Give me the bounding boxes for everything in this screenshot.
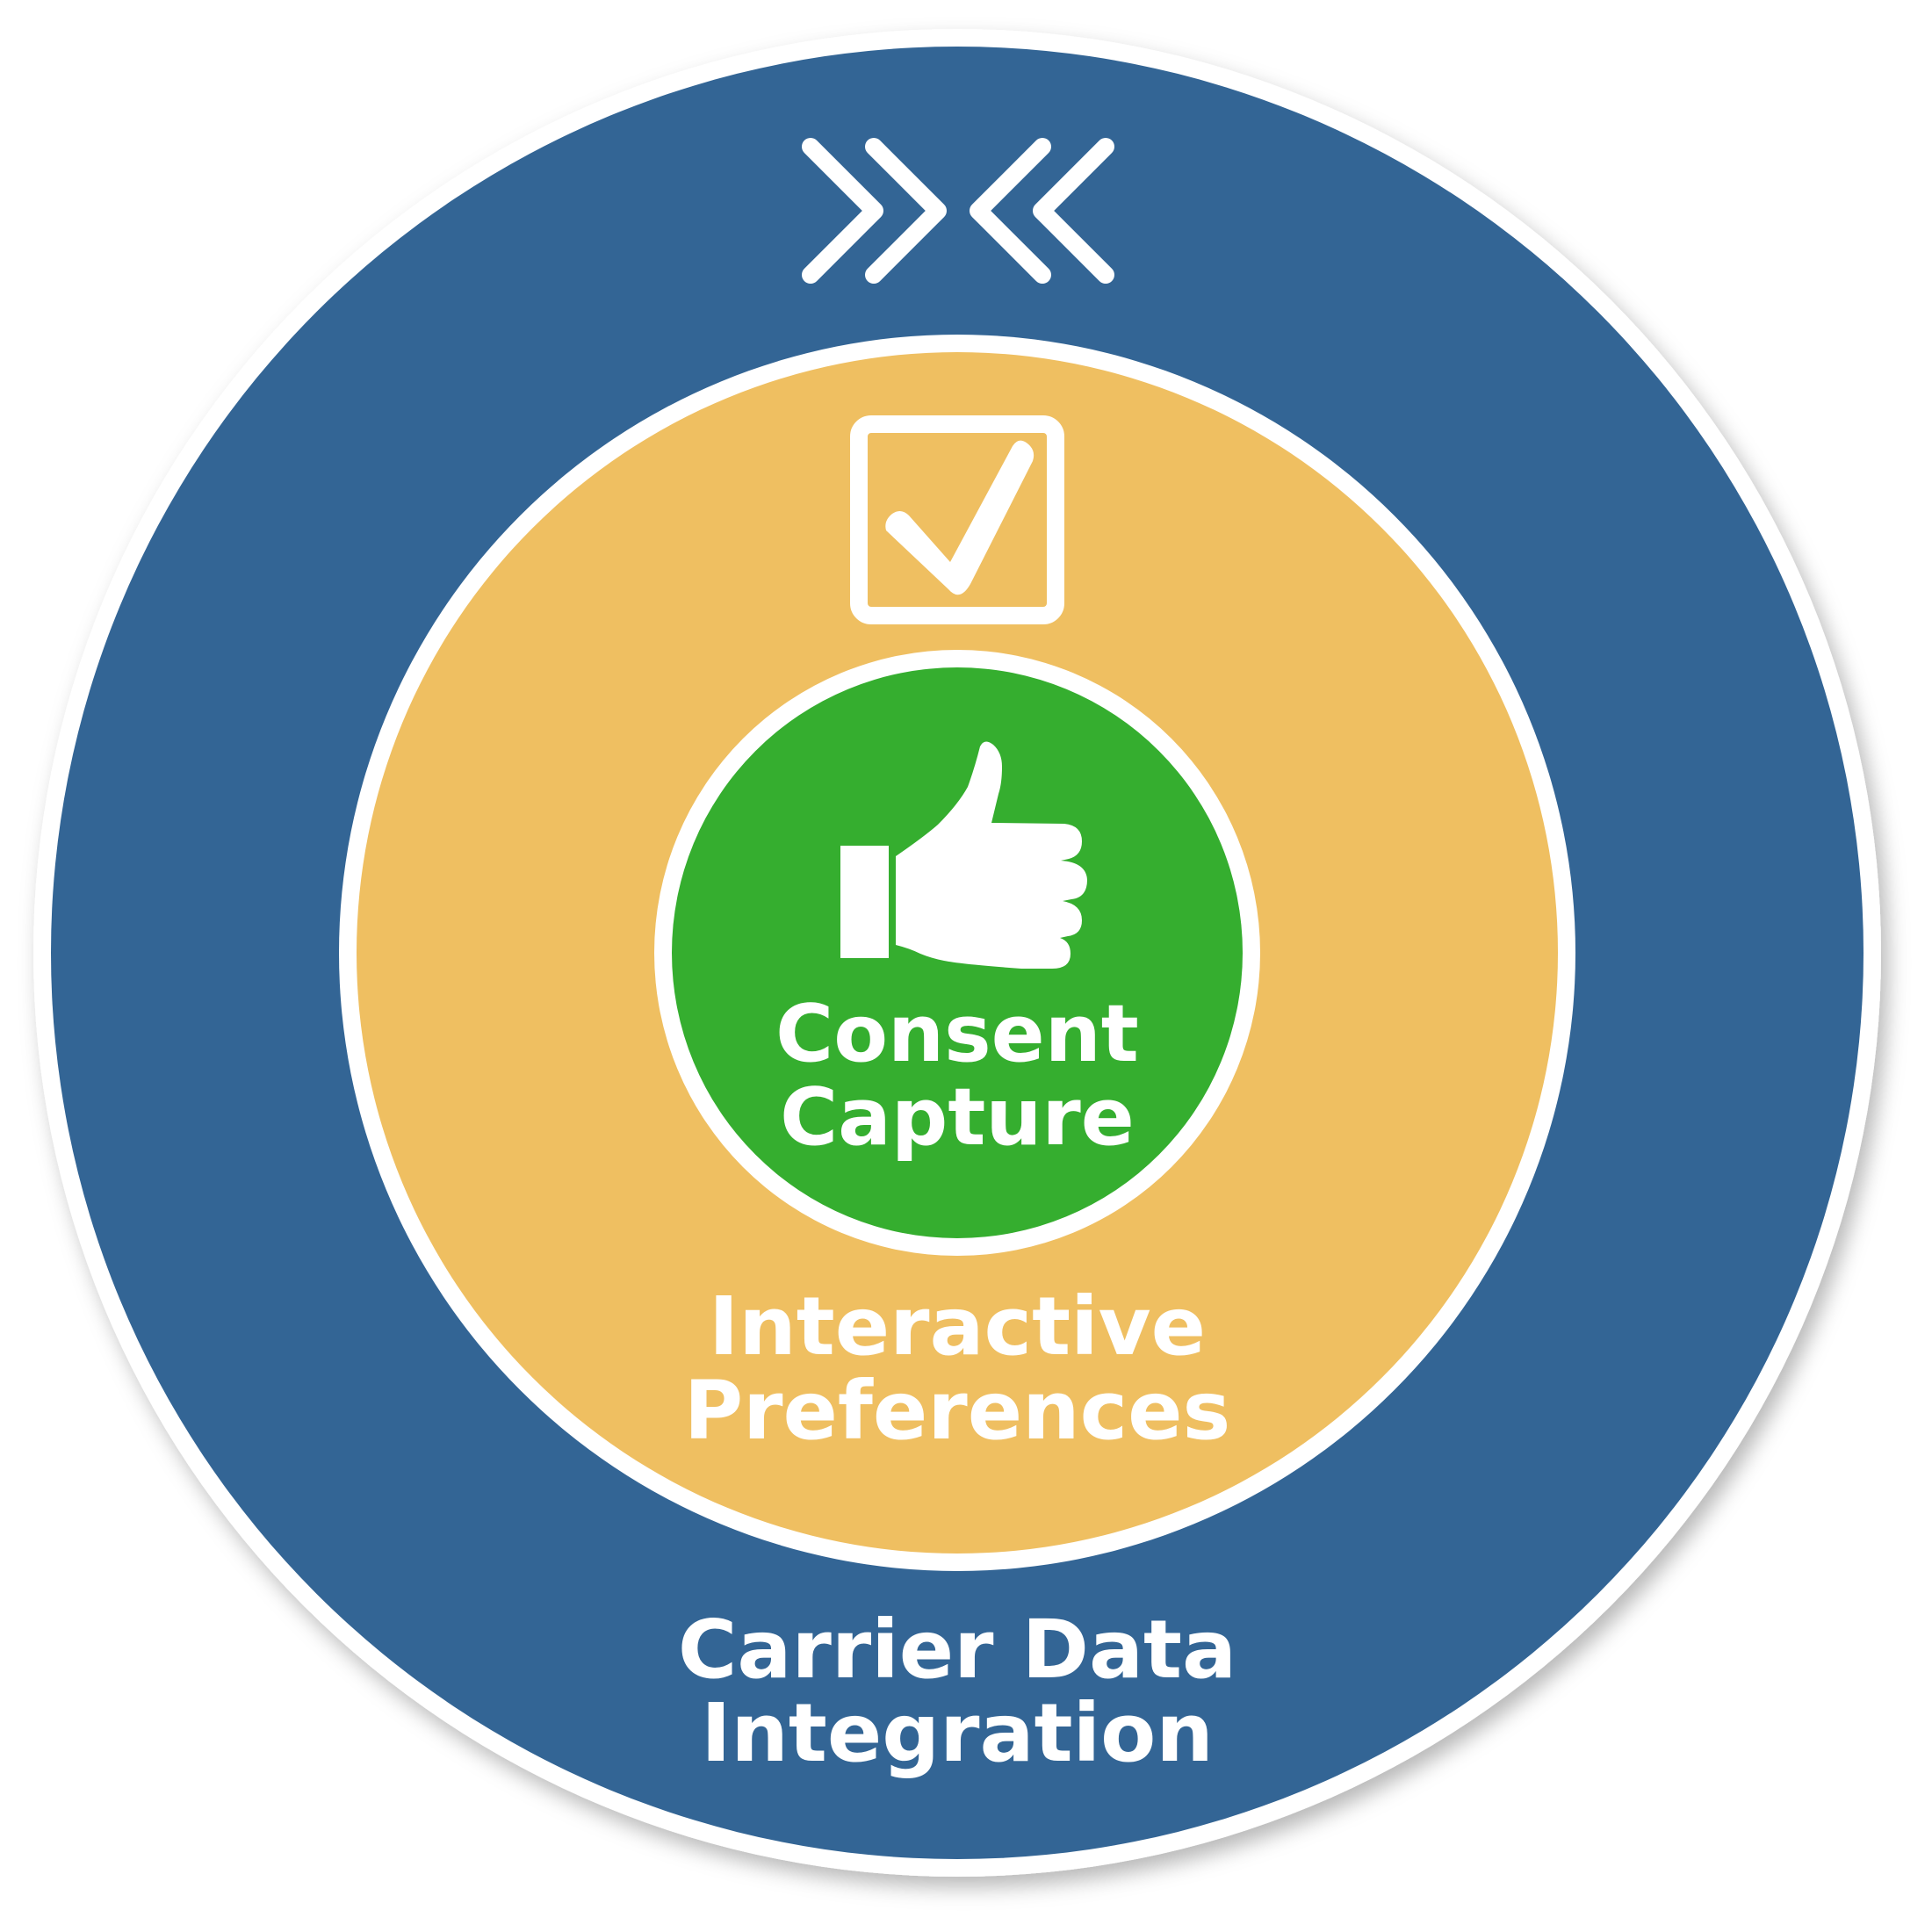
thumbs-up-icon [840,741,1087,969]
middle-ring-label-line1: Interactive [709,1280,1206,1373]
outer-ring-label-line2: Integration [701,1686,1214,1780]
middle-ring-label-line2: Preferences [684,1364,1231,1458]
inner-circle-label-line2: Capture [780,1071,1135,1164]
merge-arrows-icon [802,138,1114,284]
checkbox-checked-icon [850,415,1064,624]
outer-ring-label-line1: Carrier Data [678,1603,1236,1697]
inner-circle-label-line1: Consent [775,988,1139,1080]
